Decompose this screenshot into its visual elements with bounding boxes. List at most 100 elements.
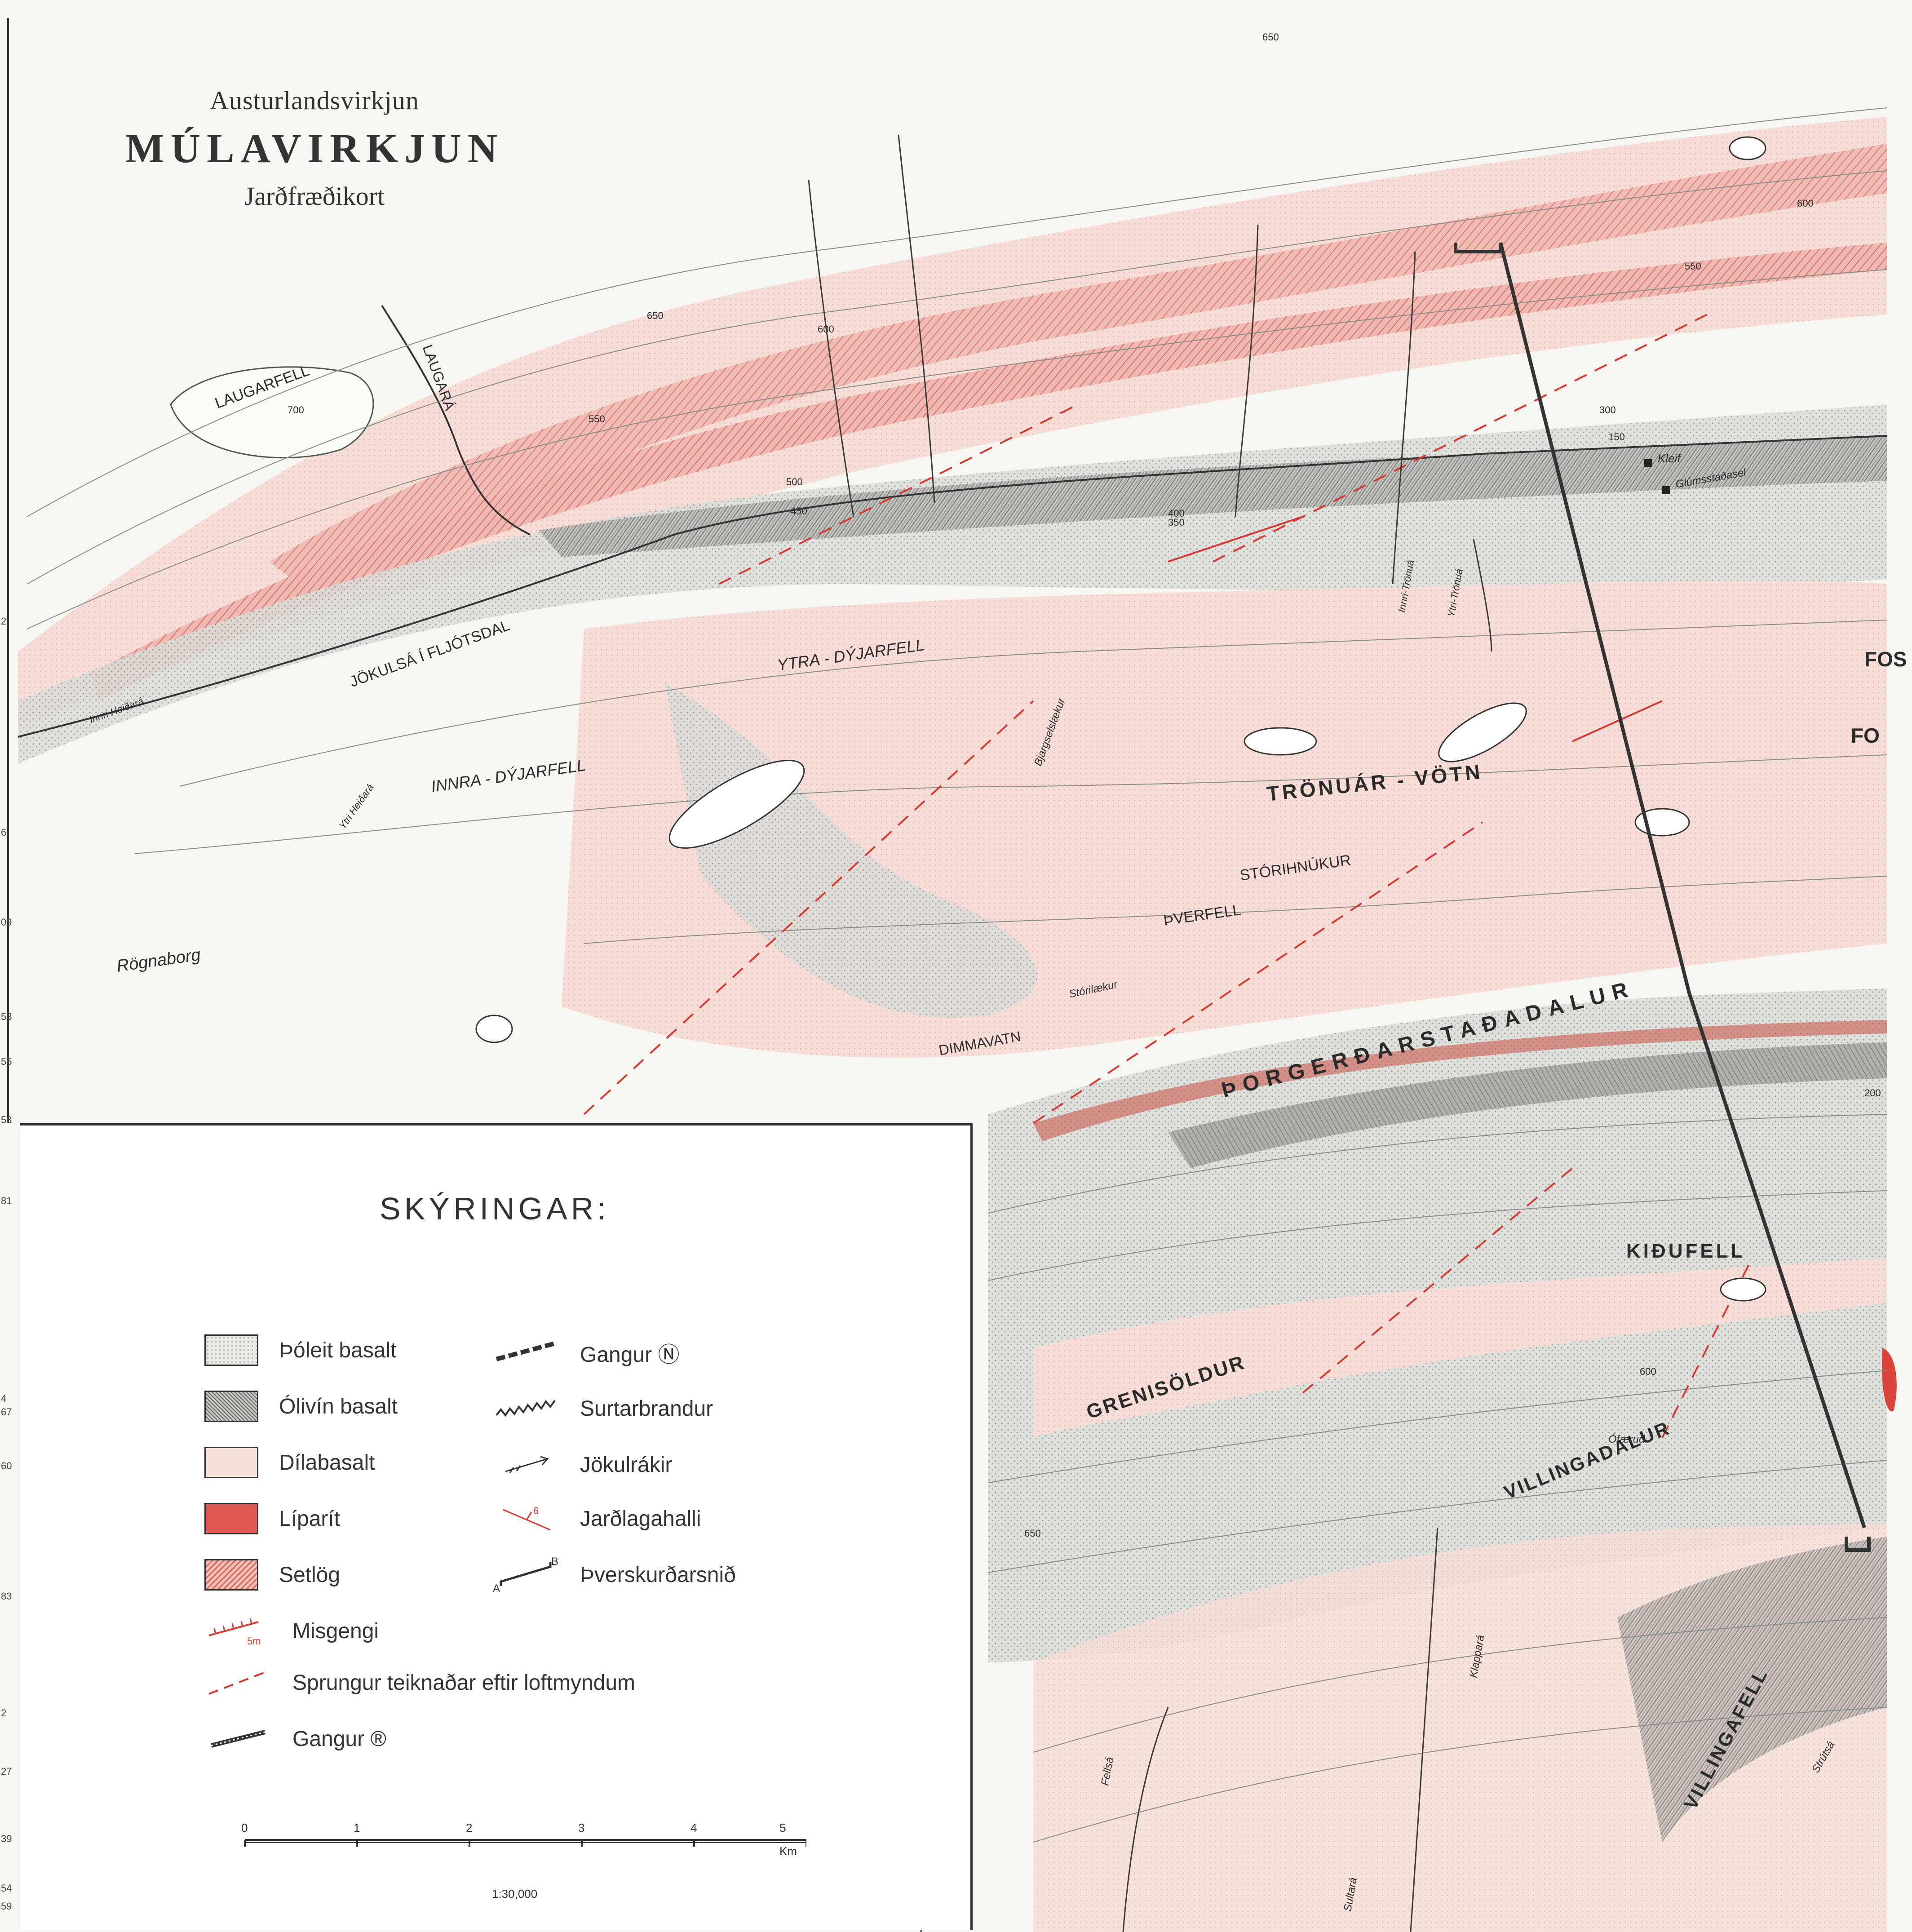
contour-label: 150 [1608, 431, 1625, 443]
river-jokulsa [18, 435, 1887, 738]
striae-arrow-icon [505, 1456, 549, 1473]
map-title-block: Austurlandsvirkjun MÚLAVIRKJUN Jarðfræði… [90, 85, 539, 211]
legend-item-sprungur: Sprungur teiknaðar eftir loftmyndum [204, 1665, 635, 1701]
label-kidufell: KIÐUFELL [1626, 1240, 1746, 1262]
legend-label: Gangur Ⓝ [580, 1343, 680, 1367]
band-dilabasalt-south [1033, 1258, 1887, 1438]
cross-section-end-a [1454, 243, 1502, 253]
scale-tick-5: 5 [779, 1821, 786, 1835]
label-ofaerud: Ófærud [1608, 1433, 1645, 1445]
edge-number: 53 [1, 1011, 12, 1022]
edge-number: 55 [1, 1056, 12, 1067]
edge-number: 2 [1, 616, 7, 627]
cross-section-line [1499, 242, 1866, 1529]
crack-symbol-icon [208, 1671, 268, 1695]
legend-panel: SKÝRINGAR: Þóleit basalt Ólivín basalt D… [20, 1123, 973, 1930]
contour-label: 550 [589, 413, 605, 425]
farm-glumsstadasel-marker [1662, 486, 1670, 494]
legend-label: Sprungur teiknaðar eftir loftmyndum [292, 1671, 636, 1695]
contour-label: 650 [1024, 1528, 1041, 1539]
label-fos: FOS [1864, 647, 1907, 671]
legend-swatch-olivin [204, 1391, 258, 1422]
legend-item-jokulrakir: Jökulrákir [492, 1447, 672, 1483]
contour-label: 200 [1864, 1087, 1881, 1099]
legend-item-surtarbrandur: Surtarbrandur [492, 1391, 713, 1427]
farm-kleif-marker [1644, 459, 1652, 467]
legend-item-olivin: Ólivín basalt [204, 1391, 398, 1422]
contour-label: 350 [1168, 517, 1185, 528]
legend-label: Ólivín basalt [279, 1394, 398, 1418]
legend-swatch-poleit [204, 1334, 258, 1366]
legend-title: SKÝRINGAR: [380, 1191, 610, 1226]
edge-number: 54 [1, 1883, 12, 1894]
scale-unit: Km [779, 1844, 797, 1858]
contour-label: 400 [1168, 508, 1185, 519]
scale-bar-graphic [244, 1839, 807, 1847]
band-olivin-valley-1 [1168, 1042, 1887, 1168]
legend-swatch-liparit [204, 1503, 258, 1534]
river-laugara [381, 305, 531, 536]
map-subtitle: Austurlandsvirkjun [210, 86, 419, 115]
edge-number: 67 [1, 1406, 12, 1418]
legend-label: Dílabasalt [279, 1450, 375, 1475]
legend-swatch-setlog [204, 1559, 258, 1591]
band-setlog-south [1033, 1020, 1887, 1141]
band-olivin-river [539, 436, 1887, 557]
legend-label: Surtarbrandur [580, 1396, 713, 1421]
cross-section-end-b [1845, 1537, 1871, 1552]
edge-number: 81 [1, 1195, 12, 1206]
dyke-n-symbol-icon [496, 1341, 556, 1361]
fault-lines [583, 314, 1753, 1438]
legend-item-gangur-r: Gangur ® [204, 1721, 386, 1757]
edge-number: 4 [1, 1393, 7, 1404]
legend-item-thverskurdarsnid: A B Þverskurðarsnið [492, 1557, 736, 1593]
section-a-label: A [493, 1582, 500, 1593]
contour-label: 600 [1640, 1366, 1656, 1377]
legend-label: Þverskurðarsnið [580, 1563, 736, 1587]
legend-item-liparit: Líparít [204, 1503, 340, 1534]
band-olivin-villingafell [1617, 1537, 1887, 1842]
map-title: MÚLAVIRKJUN [125, 125, 504, 171]
label-fo: FO [1851, 724, 1880, 747]
contour-label: 550 [1685, 261, 1701, 272]
edge-number: 58 [1, 1114, 12, 1126]
scale-ratio: 1:30,000 [492, 1887, 538, 1901]
scale-tick-4: 4 [690, 1821, 697, 1835]
scale-bar: 0 1 2 3 4 5 Km 1:30,000 [222, 1813, 807, 1912]
legend-label: Líparít [279, 1507, 341, 1531]
fault-mark: 5m [247, 1635, 261, 1647]
contour-label: 300 [1599, 404, 1616, 416]
label-kleif: Kleif [1658, 452, 1681, 465]
legend-label: Þóleit basalt [279, 1338, 397, 1362]
legend-label: Setlög [279, 1563, 341, 1587]
edge-number: 59 [1, 1901, 12, 1912]
laugarfell-hill [170, 366, 374, 459]
lakes [475, 136, 1766, 1302]
legend-swatch-dilabasalt [204, 1447, 258, 1478]
legend-label: Jarðlagahalli [580, 1507, 701, 1531]
edge-number: 27 [1, 1766, 12, 1777]
edge-number: 6 [1, 827, 7, 838]
contour-lines [27, 107, 1887, 1843]
section-b-label: B [551, 1557, 558, 1568]
legend-label: Jökulrákir [580, 1453, 673, 1477]
edge-number: 2 [1, 1707, 7, 1719]
contour-label: 450 [791, 505, 807, 517]
scale-tick-3: 3 [578, 1821, 585, 1835]
legend-item-gangur-n: Gangur Ⓝ [492, 1334, 679, 1370]
contour-label: 650 [647, 310, 664, 321]
dyke-r-symbol-icon [210, 1730, 266, 1748]
contour-label: 700 [288, 404, 304, 416]
edge-number: 60 [1, 1460, 12, 1471]
edge-number: 83 [1, 1591, 12, 1602]
legend-label: Misgengi [292, 1619, 379, 1643]
band-setlog-north-1 [270, 144, 1887, 598]
legend-item-poleit: Þóleit basalt [204, 1334, 397, 1366]
scale-tick-1: 1 [354, 1821, 360, 1835]
contour-label: 650 [1262, 31, 1279, 43]
band-setlog-north-2 [90, 243, 1887, 701]
contour-label: 600 [1797, 198, 1814, 209]
contour-label: 500 [786, 476, 803, 487]
dip-mark: 6 [533, 1505, 539, 1516]
